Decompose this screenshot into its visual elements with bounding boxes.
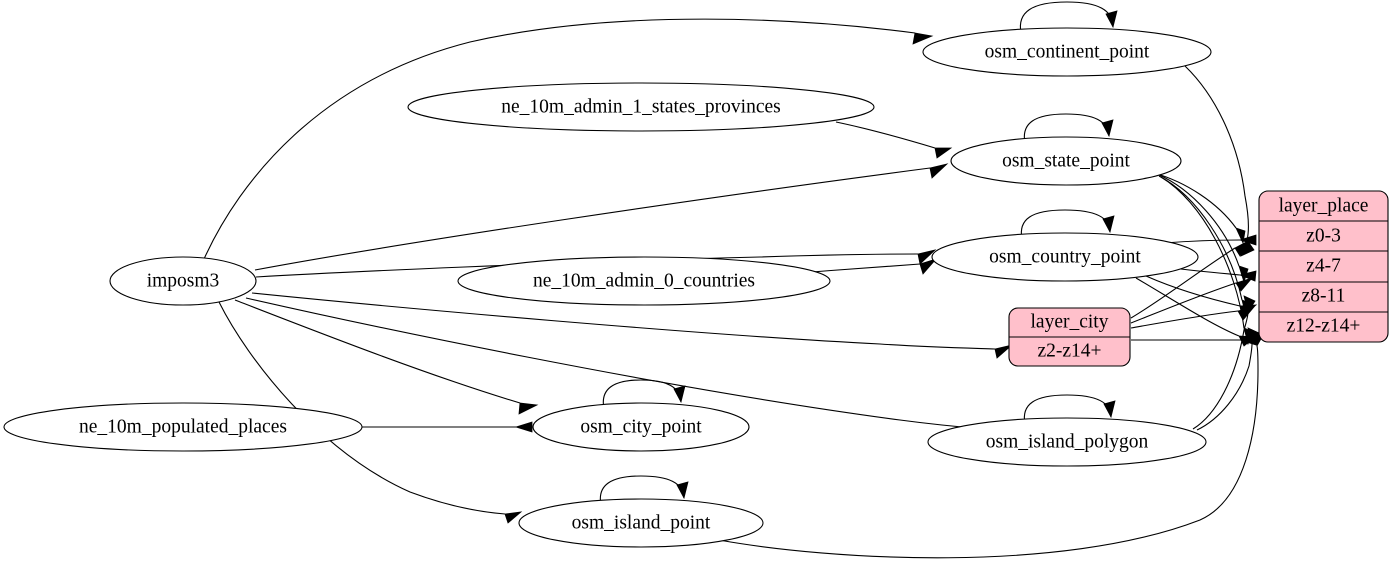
edge-osm_country_point-to-layer_place-z12-z14+ <box>1135 277 1240 337</box>
edge-osm_island_point-to-layer_place-z12-z14+ <box>718 345 1259 559</box>
edge-arrowhead <box>1237 306 1256 321</box>
edge-arrowhead <box>673 385 686 404</box>
node-shape <box>407 82 875 132</box>
node-osm_island_polygon[interactable]: osm_island_polygon <box>927 417 1207 467</box>
edge-osm_state_point-to-layer_place-z0-3 <box>1153 172 1237 229</box>
edge-arrowhead <box>676 481 689 500</box>
edge-arrowhead <box>1235 277 1254 292</box>
node-layer_city[interactable]: layer_city z2-z14+ <box>1008 307 1131 367</box>
edge-imposm3-to-osm_state_point <box>254 167 931 271</box>
edge-imposm3-to-osm_city_point <box>234 299 521 404</box>
edge-osm_country_point-to-layer_place-z8-11 <box>1145 275 1241 307</box>
edge-imposm3-to-osm_island_point <box>218 301 506 515</box>
layer_city-header: layer_city <box>1031 311 1109 332</box>
node-label: ne_10m_admin_1_states_provinces <box>501 96 780 117</box>
node-shape <box>3 402 363 452</box>
edge-osm_state_point-to-layer_place-z4-7 <box>1156 173 1240 267</box>
node-osm_city_point[interactable]: osm_city_point <box>532 402 750 452</box>
edge-arrowhead <box>1105 10 1118 29</box>
edge-arrowhead <box>1234 238 1252 257</box>
layer_place-row-z0-3[interactable]: z0-3 <box>1306 225 1341 246</box>
edge-arrowhead <box>1102 215 1115 234</box>
edges-layer <box>203 1 1264 559</box>
edge-layer_city-to-layer_place-z4-7 <box>1130 282 1237 324</box>
node-shape <box>109 256 257 306</box>
edge-arrowhead <box>1101 119 1114 138</box>
node-shape <box>931 232 1199 282</box>
node-shape <box>532 402 750 452</box>
node-label: osm_island_point <box>572 512 711 533</box>
edge-ne_10m_admin_0_countries-to-osm_country_point <box>811 263 921 273</box>
node-label: osm_country_point <box>989 246 1141 267</box>
edge-arrowhead <box>934 147 953 159</box>
edge-osm_continent_point-to-layer_place-z0-3 <box>1184 65 1249 241</box>
node-label: ne_10m_populated_places <box>79 416 287 437</box>
edge-arrowhead <box>917 249 937 265</box>
edge-arrowhead <box>919 258 938 275</box>
edge-arrowhead <box>929 163 949 179</box>
layer_place-row-z4-7[interactable]: z4-7 <box>1306 255 1341 276</box>
node-ne_10m_populated_places[interactable]: ne_10m_populated_places <box>3 402 363 452</box>
node-layer_place[interactable]: layer_place z0-3 z4-7 z8-11 z12-z14+ <box>1258 190 1389 343</box>
node-shape <box>950 136 1182 186</box>
node-shape <box>922 27 1212 77</box>
node-label: osm_continent_point <box>985 41 1150 62</box>
edge-arrowhead <box>912 32 934 45</box>
edge-arrowhead <box>1243 295 1256 314</box>
node-label: osm_island_polygon <box>986 431 1149 452</box>
node-label: osm_state_point <box>1002 150 1130 171</box>
node-shape <box>927 417 1207 467</box>
node-osm_state_point[interactable]: osm_state_point <box>950 136 1182 186</box>
node-label: osm_city_point <box>580 416 702 437</box>
node-osm_continent_point[interactable]: osm_continent_point <box>922 27 1212 77</box>
node-label: imposm3 <box>147 270 220 291</box>
edge-imposm3-to-osm_continent_point <box>203 18 916 260</box>
node-osm_island_point[interactable]: osm_island_point <box>518 498 764 548</box>
node-shape <box>457 256 831 306</box>
edge-imposm3-to-layer_city <box>251 292 996 350</box>
edge-imposm3-to-osm_island_polygon <box>245 297 986 430</box>
layer_place-row-z8-11[interactable]: z8-11 <box>1302 285 1346 306</box>
layer_place-row-z12-z14[interactable]: z12-z14+ <box>1287 315 1361 336</box>
edge-arrowhead <box>514 421 533 433</box>
edge-osm_island_polygon-to-layer_place-z8-11 <box>1192 311 1249 430</box>
layer_place-header: layer_place <box>1279 195 1369 216</box>
edge-arrowhead <box>518 402 539 415</box>
node-label: ne_10m_admin_0_countries <box>533 270 755 291</box>
node-ne_10m_admin_0_countries[interactable]: ne_10m_admin_0_countries <box>457 256 831 306</box>
edge-arrowhead <box>994 344 1013 359</box>
edge-arrowhead <box>1103 400 1116 419</box>
edge-layer_city-to-layer_place-z0-3 <box>1130 247 1236 319</box>
edge-arrowhead <box>504 511 523 524</box>
node-imposm3[interactable]: imposm3 <box>109 256 257 306</box>
edge-ne_10m_admin_1_states_provinces-to-osm_state_point <box>835 121 936 149</box>
nodes-layer: imposm3 ne_10m_admin_1_states_provinces … <box>3 27 1389 548</box>
node-osm_country_point[interactable]: osm_country_point <box>931 232 1199 282</box>
node-shape <box>518 498 764 548</box>
edge-osm_island_polygon-to-layer_place-z12-z14+ <box>1196 343 1253 431</box>
layer_city-row-z2-z14[interactable]: z2-z14+ <box>1037 340 1101 361</box>
node-shape <box>1258 190 1389 343</box>
node-ne_10m_admin_1_states_provinces[interactable]: ne_10m_admin_1_states_provinces <box>407 82 875 132</box>
edge-layer_city-to-layer_place-z8-11 <box>1130 310 1239 329</box>
